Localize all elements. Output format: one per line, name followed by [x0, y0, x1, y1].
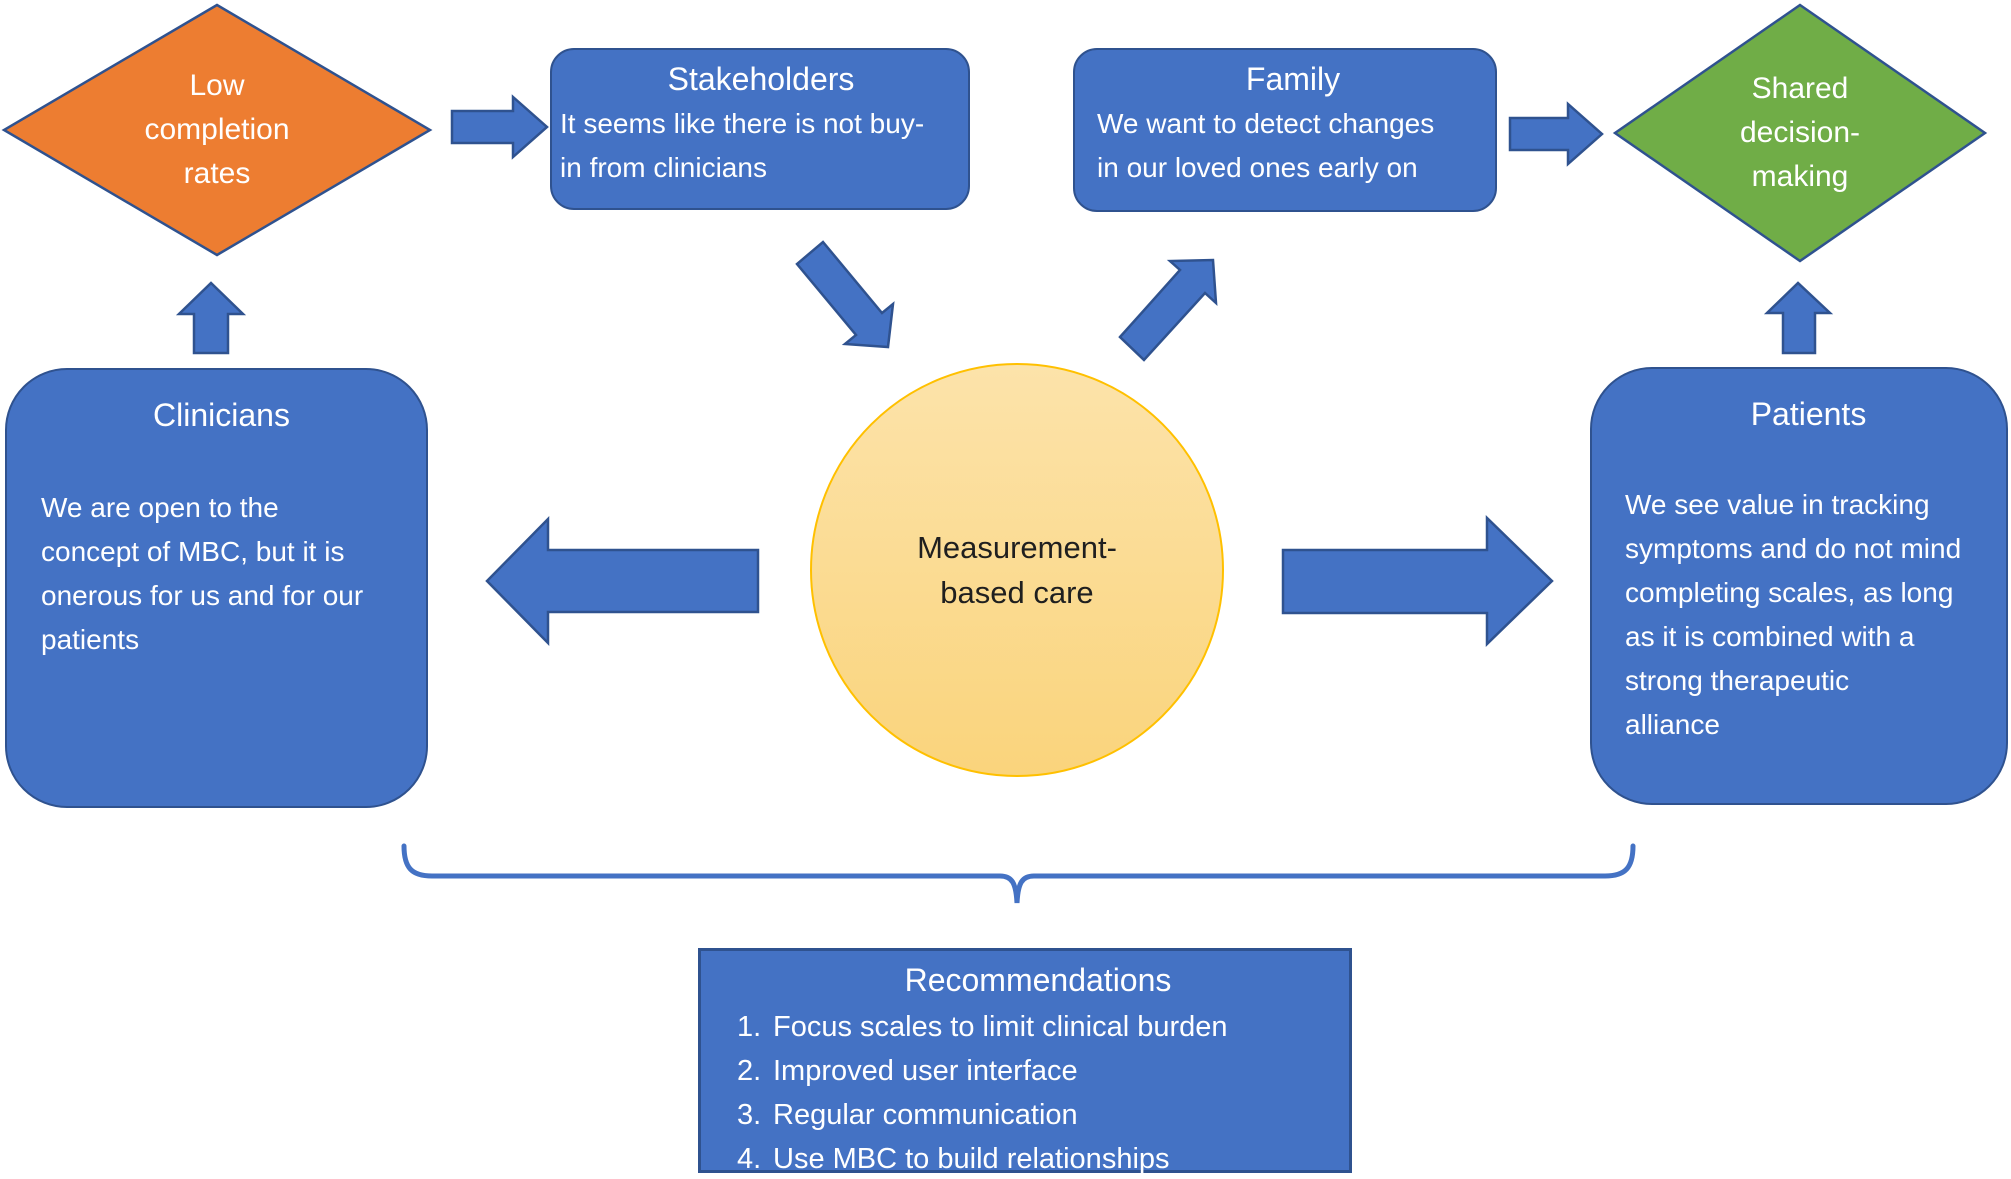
recommendations-box: Recommendations 1. Focus scales to limit… [698, 948, 1352, 1175]
recommendation-item: 4. Use MBC to build relationships [737, 1137, 1339, 1179]
shared-decision-label: Shared decision- making [1739, 72, 1861, 193]
patients-body: We see value in tracking symptoms and do… [1625, 489, 1962, 740]
recommendation-item: 3. Regular communication [737, 1093, 1339, 1137]
stakeholders-body: It seems like there is not buy- in from … [560, 108, 925, 183]
arrow-center-to-clinicians-icon [485, 515, 760, 647]
family-body: We want to detect changes in our loved o… [1097, 108, 1435, 183]
arrow-family-to-shared-decision-icon [1508, 101, 1604, 167]
recommendation-text: Regular communication [773, 1099, 1078, 1131]
recommendations-list: 1. Focus scales to limit clinical burden… [737, 1005, 1339, 1179]
recommendation-text: Use MBC to build relationships [773, 1143, 1170, 1175]
patients-box: Patients We see value in tracking sympto… [1590, 367, 2008, 805]
stakeholders-box: Stakeholders It seems like there is not … [550, 48, 970, 210]
arrow-patients-to-shared-decision-icon [1763, 281, 1834, 355]
recommendation-item: 2. Improved user interface [737, 1049, 1339, 1093]
measurement-based-care-label: Measurement- based care [917, 530, 1117, 610]
stakeholders-title: Stakeholders [667, 61, 855, 97]
shared-decision-diamond [1612, 3, 1988, 263]
recommendations-title: Recommendations [904, 962, 1172, 998]
clinicians-body: We are open to the concept of MBC, but i… [41, 492, 364, 655]
recommendation-number: 2. [737, 1055, 762, 1087]
patients-title: Patients [1750, 396, 1867, 432]
recommendation-number: 1. [737, 1011, 762, 1043]
recommendation-text: Improved user interface [773, 1055, 1078, 1087]
recommendation-item: 1. Focus scales to limit clinical burden [737, 1005, 1339, 1049]
recommendation-text: Focus scales to limit clinical burden [773, 1011, 1228, 1043]
clinicians-title: Clinicians [153, 397, 290, 433]
arrow-stakeholders-to-center-icon [795, 240, 895, 349]
arrow-center-to-family-icon [1118, 258, 1218, 362]
arrow-center-to-patients-icon [1281, 515, 1554, 647]
family-title: Family [1245, 61, 1341, 97]
bottom-brace [401, 843, 1636, 904]
family-box: Family We want to detect changes in our … [1073, 48, 1497, 212]
recommendation-number: 4. [737, 1143, 762, 1175]
measurement-based-care-circle: Measurement- based care [810, 363, 1224, 777]
low-completion-diamond [1, 3, 433, 257]
arrow-low-completion-to-stakeholders-icon [450, 94, 549, 160]
arrow-clinicians-to-low-completion-icon [175, 281, 247, 355]
recommendation-number: 3. [737, 1099, 762, 1131]
low-completion-label: Low completion rates [144, 69, 290, 190]
clinicians-box: Clinicians We are open to the concept of… [5, 368, 428, 808]
